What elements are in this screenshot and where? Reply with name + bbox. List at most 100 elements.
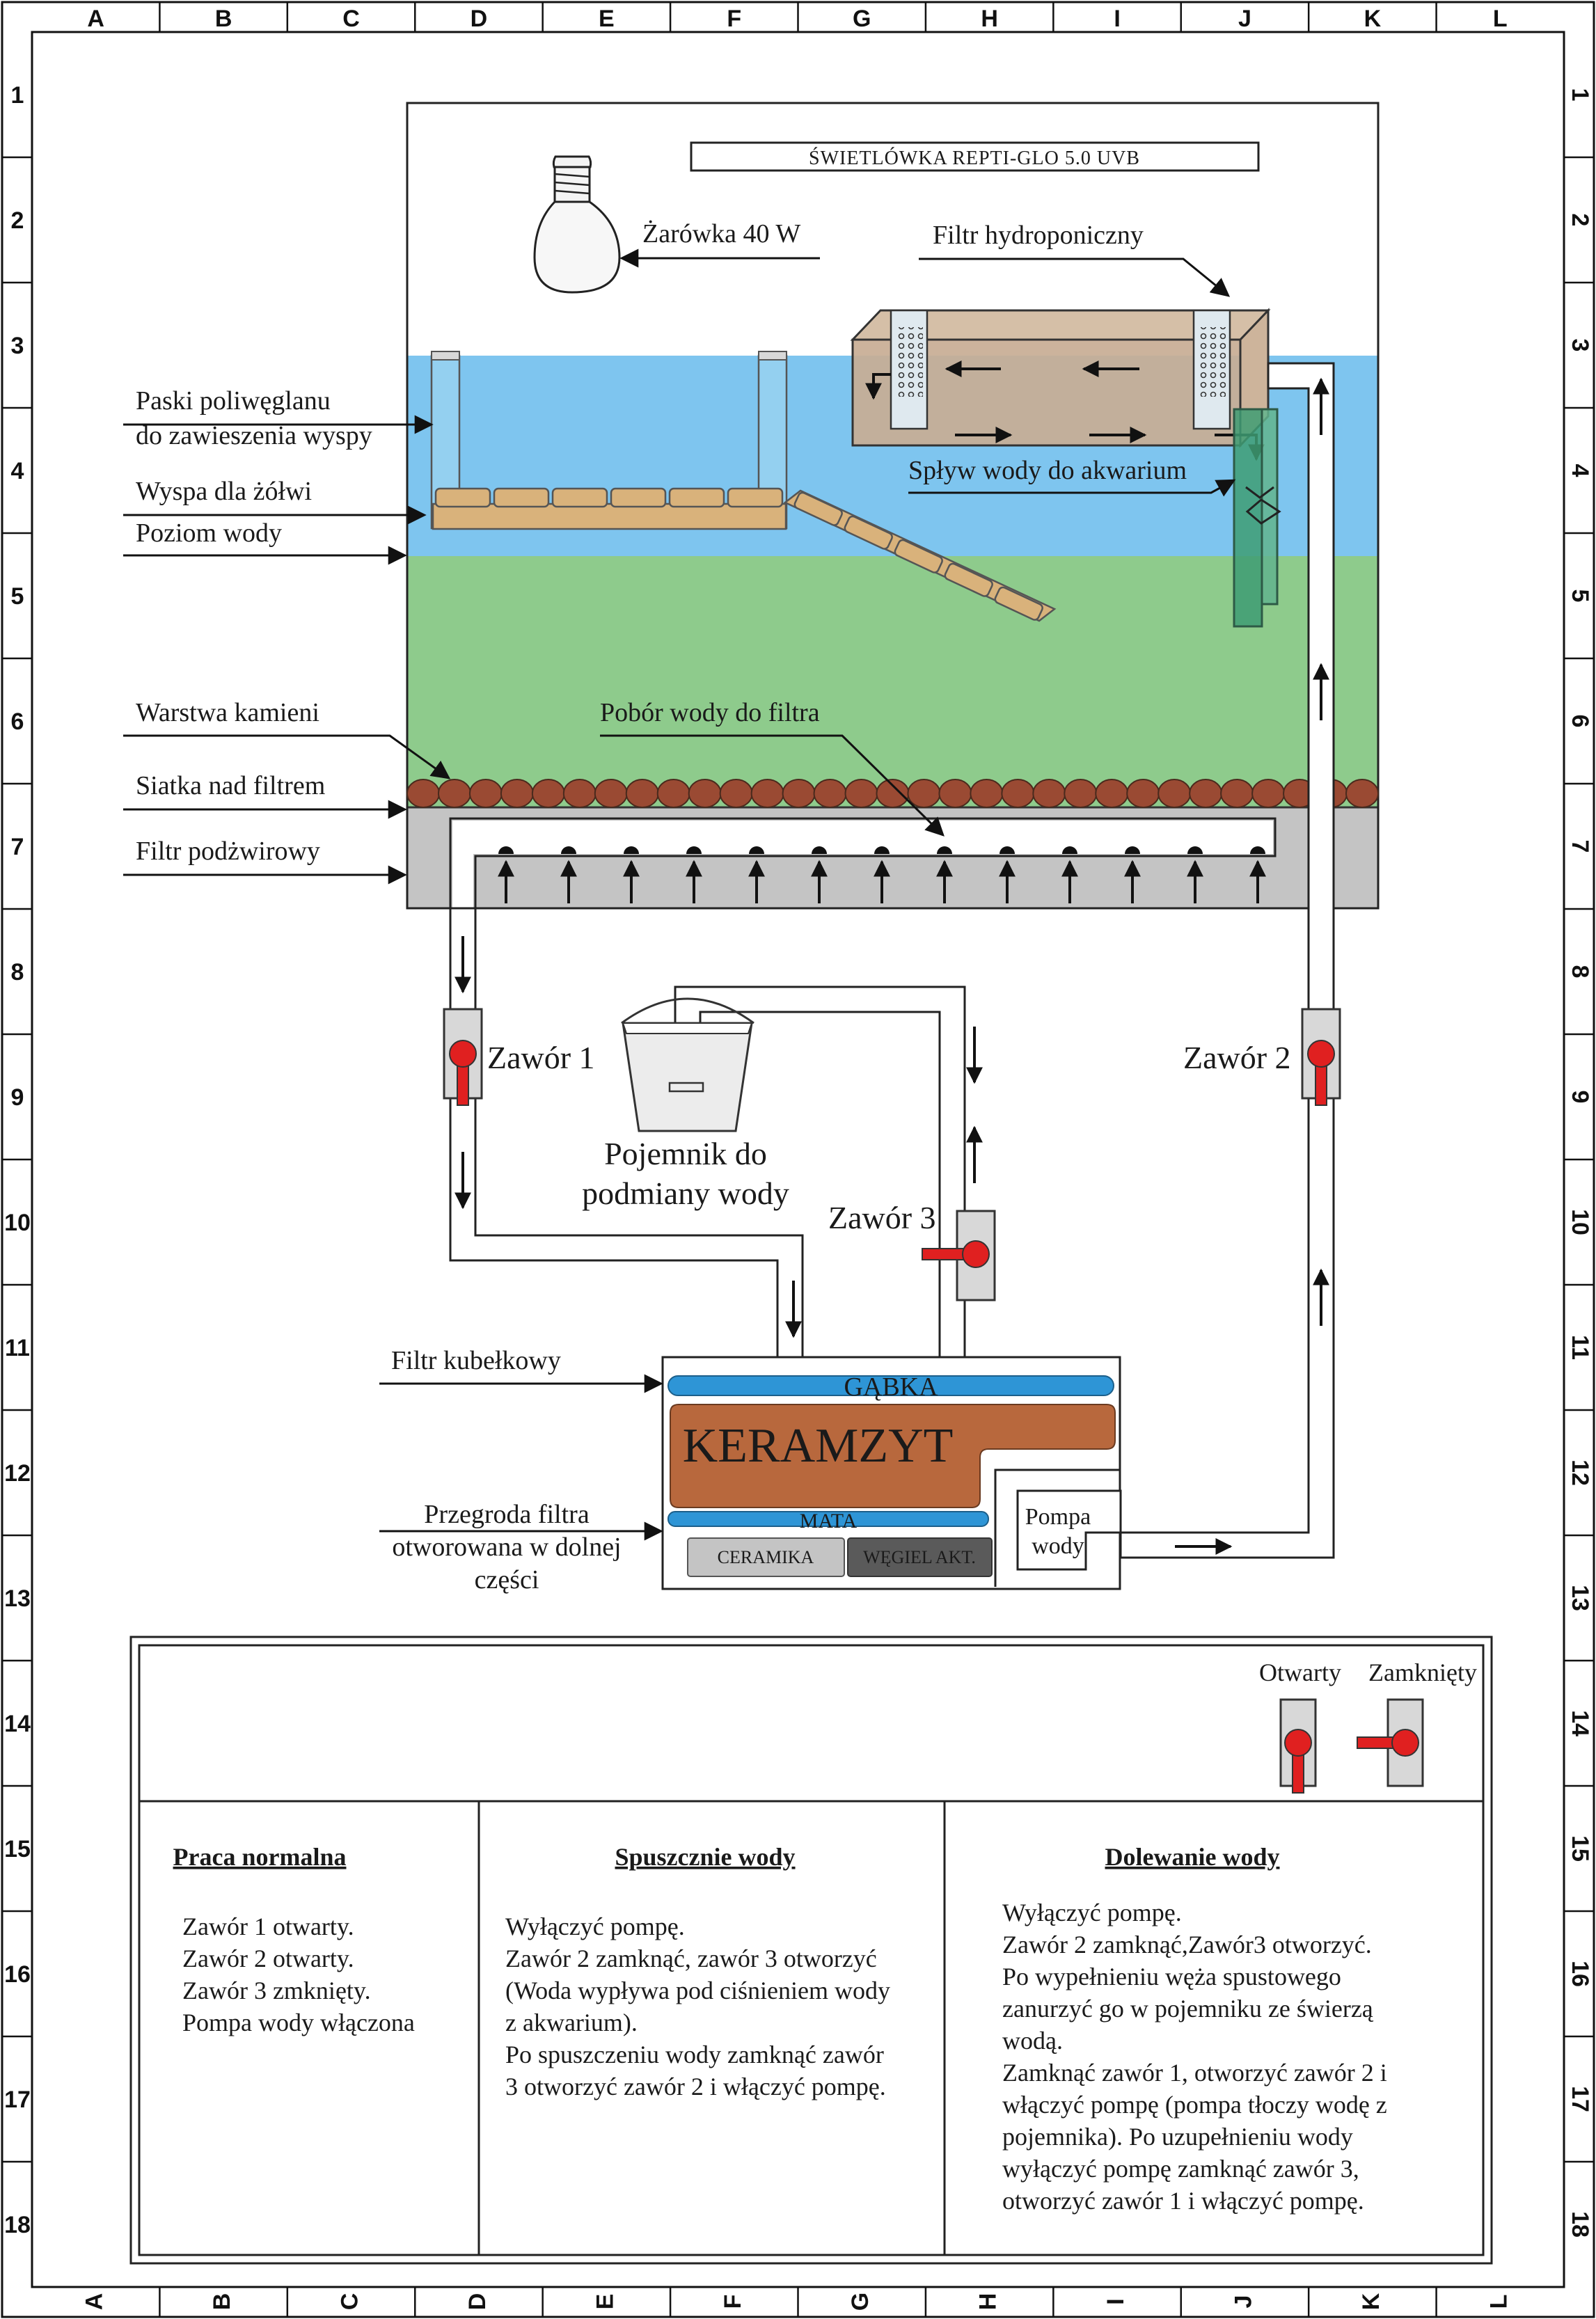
- grid-col-label-top: D: [471, 6, 488, 32]
- grid-col-label-bottom: I: [1103, 2298, 1129, 2304]
- grid-col-label-bottom: B: [209, 2293, 235, 2311]
- stone: [625, 779, 659, 808]
- grid-col-label-bottom: F: [720, 2295, 746, 2309]
- grid-row-label-right: 6: [1567, 715, 1593, 728]
- stone: [1345, 779, 1379, 808]
- stone: [500, 779, 534, 808]
- mat-layer: [667, 1511, 989, 1527]
- turtle-ramp: [783, 489, 1057, 622]
- island-tile: [551, 487, 608, 508]
- valve-1[interactable]: [443, 1008, 483, 1106]
- instructions-table: [129, 1636, 1493, 2265]
- valve-1-label: Zawór 1: [487, 1040, 595, 1075]
- island-label: Wyspa dla żółwi: [136, 477, 312, 506]
- stone: [437, 779, 471, 808]
- mat-label: MATA: [800, 1510, 858, 1533]
- instruction-line: wyłączyć pompę zamknąć zawór 3,: [1002, 2155, 1359, 2183]
- grid-row-label-left: 5: [11, 583, 24, 610]
- instruction-line: Pompa wody włączona: [182, 2009, 415, 2036]
- grid-col-label-bottom: C: [337, 2293, 363, 2311]
- grid-row-label-left: 9: [11, 1084, 24, 1111]
- valve-2-label: Zawór 2: [1183, 1040, 1291, 1075]
- bucket-label-line2: podmiany wody: [582, 1176, 789, 1211]
- grid-row-label-left: 13: [4, 1585, 31, 1612]
- instruction-line: zanurzyć go w pojemniku ze świerzą: [1002, 1995, 1374, 2023]
- grid-row-label-right: 13: [1567, 1585, 1593, 1611]
- grid-row-label-left: 17: [4, 2087, 31, 2113]
- legend-open-label: Otwarty: [1259, 1659, 1341, 1686]
- grid-row-label-left: 14: [4, 1711, 31, 1737]
- bulb-label: Żarówka 40 W: [642, 219, 800, 248]
- stone: [468, 779, 503, 808]
- stone: [938, 779, 972, 808]
- sponge-label: GĄBKA: [844, 1372, 938, 1402]
- grid-row-label-right: 14: [1567, 1710, 1593, 1736]
- stone: [844, 779, 878, 808]
- island-tile: [727, 487, 784, 508]
- ramp-tile: [793, 491, 843, 526]
- partition-label-line3: części: [475, 1565, 539, 1594]
- grid-col-label-top: B: [215, 6, 232, 32]
- bulb-icon: [533, 155, 621, 294]
- grid-row-label-left: 11: [5, 1335, 30, 1361]
- ramp-tile: [944, 562, 993, 597]
- hydroponic-filter: [850, 308, 1271, 461]
- grid-row-label-left: 3: [11, 333, 24, 359]
- carbon-box: [847, 1537, 993, 1577]
- instruction-line: (Woda wypływa pod ciśnieniem wody: [505, 1977, 890, 2004]
- canister-filter: [661, 1356, 1122, 1590]
- col-normal-title: Praca normalna: [173, 1843, 347, 1871]
- legend-closed-label: Zamknięty: [1368, 1659, 1477, 1686]
- grid-col-label-top: A: [87, 6, 104, 32]
- ceramics-label: CERAMIKA: [718, 1547, 814, 1567]
- valve-3[interactable]: [922, 1210, 996, 1301]
- stone: [970, 779, 1004, 808]
- nozzle: [1125, 846, 1140, 854]
- grid-col-label-top: E: [599, 6, 615, 32]
- col-fill-title: Dolewanie wody: [1105, 1843, 1280, 1871]
- stone: [1251, 779, 1286, 808]
- instruction-line: Zawór 2 zamknąć,Zawór3 otworzyć.: [1002, 1931, 1372, 1958]
- hydro-filter-label: Filtr hydroponiczny: [933, 221, 1144, 250]
- left-labels: [123, 415, 1236, 1541]
- stone: [1095, 779, 1129, 808]
- stone: [1220, 779, 1254, 808]
- grid-row-label-right: 12: [1567, 1459, 1593, 1486]
- instruction-line: z akwarium).: [505, 2009, 638, 2036]
- ramp-tile: [994, 586, 1043, 621]
- nozzle: [812, 846, 827, 854]
- grid-col-label-top: C: [342, 6, 360, 32]
- grid-row-label-left: 8: [11, 959, 24, 986]
- partition-label-line1: Przegroda filtra: [424, 1500, 590, 1529]
- grid-col-label-bottom: A: [81, 2293, 108, 2311]
- grid-row-label-left: 15: [4, 1836, 31, 1862]
- grid-row-label-right: 3: [1567, 339, 1593, 352]
- col-normal-lines: Zawór 1 otwarty.Zawór 2 otwarty.Zawór 3 …: [182, 1913, 415, 2036]
- bucket-label-line1: Pojemnik do: [604, 1136, 767, 1171]
- stone: [719, 779, 753, 808]
- stone: [1032, 779, 1066, 808]
- legend-valve-open: [1279, 1698, 1317, 1794]
- ramp-tile: [844, 515, 893, 550]
- valve-2[interactable]: [1301, 1008, 1341, 1106]
- water-level-label: Poziom wody: [136, 519, 282, 548]
- grid-row-label-right: 10: [1567, 1209, 1593, 1235]
- instruction-line: Zawór 2 zamknąć, zawór 3 otworzyć: [505, 1945, 877, 1972]
- stone-layer: [406, 779, 1379, 808]
- grid-row-label-right: 15: [1567, 1835, 1593, 1862]
- undergravel-label: Filtr podżwirowy: [136, 837, 320, 866]
- stone: [594, 779, 628, 808]
- grid-col-label-top: F: [727, 6, 741, 32]
- grid-row-label-left: 12: [4, 1460, 31, 1487]
- grid-row-label-right: 2: [1567, 214, 1593, 227]
- instruction-line: Zamknąć zawór 1, otworzyć zawór 2 i: [1002, 2059, 1387, 2087]
- mesh-label: Siatka nad filtrem: [136, 771, 325, 800]
- keramzyt-layer: [670, 1404, 1116, 1508]
- outflow-spout: [1233, 408, 1281, 628]
- grid-row-label-right: 5: [1567, 589, 1593, 603]
- col-drain-lines: Wyłączyć pompę.Zawór 2 zamknąć, zawór 3 …: [505, 1913, 890, 2100]
- outflow-label: Spływ wody do akwarium: [908, 456, 1187, 485]
- island-tile: [434, 487, 491, 508]
- strips-label-line1: Paski poliwęglanu: [136, 386, 331, 415]
